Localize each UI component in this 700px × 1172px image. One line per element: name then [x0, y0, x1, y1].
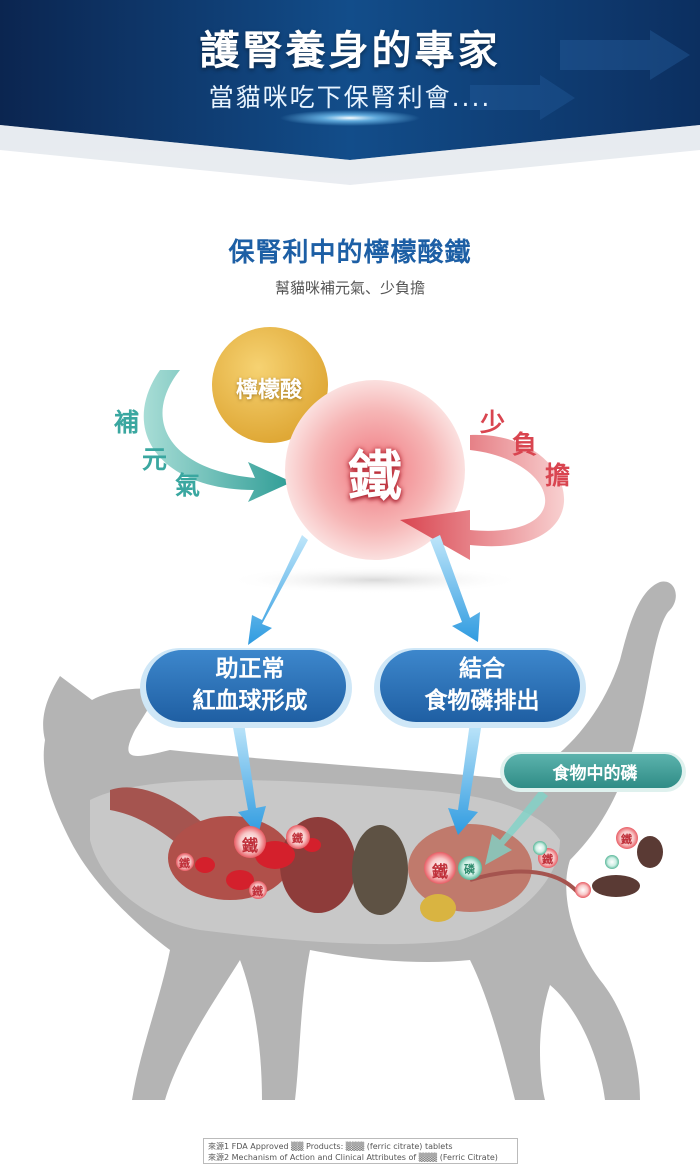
iron-tag: 鐵: [432, 862, 449, 881]
section-title: 保腎利中的檸檬酸鐵: [228, 238, 472, 268]
iron-shadow: [225, 566, 525, 594]
pill-left-text: 助正常 紅血球形成: [150, 653, 350, 717]
arrow-to-intestine: [448, 722, 482, 835]
iron-dot: [286, 825, 310, 849]
phosphorus-tag: 磷: [464, 863, 475, 876]
bladder: [420, 894, 456, 922]
phosphorus-dot: [605, 855, 619, 869]
iron-dot: [234, 826, 266, 858]
stool-pellet: [637, 836, 663, 868]
source-line-1: 來源1 FDA Approved ▒▒ Products: ▒▒▒ (ferri…: [208, 1142, 453, 1151]
main-subtitle: 當貓咪吃下保腎利會....: [208, 83, 492, 112]
right-label-char-1: 少: [480, 408, 506, 437]
food-phosphorus-label: 食物中的磷: [552, 764, 638, 784]
lemon-acid-circle: [212, 327, 328, 443]
iron-tag: 鐵: [252, 885, 263, 898]
right-label-char-3: 擔: [545, 461, 571, 490]
stomach: [352, 825, 408, 915]
iron-tag: 鐵: [621, 833, 632, 846]
header-banner: 護腎養身的專家 當貓咪吃下保腎利會....: [0, 0, 700, 240]
arrow-from-food: [485, 790, 548, 865]
iron-dot: [616, 827, 638, 849]
left-label-char-1: 補: [114, 408, 140, 437]
iron-dot: [575, 882, 591, 898]
section-subtitle: 幫貓咪補元氣、少負擔: [274, 279, 425, 297]
pill-left: [146, 650, 346, 722]
pill-left-line-2: 紅血球形成: [192, 688, 308, 714]
left-label-char-2: 元: [142, 445, 168, 474]
pill-left-line-1: 助正常: [215, 656, 285, 682]
pill-right: [380, 650, 580, 722]
red-blood-cell: [195, 857, 215, 873]
red-curved-arrow: [400, 434, 565, 560]
food-pill: [504, 754, 682, 788]
colon: [469, 869, 582, 897]
arrow-to-left-pill: [248, 535, 308, 645]
iron-tag: 鐵: [179, 857, 190, 870]
source-line-2: 來源2 Mechanism of Action and Clinical Att…: [208, 1153, 498, 1162]
main-title: 護腎養身的專家: [199, 28, 501, 74]
phosphorus-dot: [458, 856, 482, 880]
phosphorus-dot: [533, 841, 547, 855]
arrow-to-right-pill: [430, 535, 480, 642]
iron-circle: [285, 380, 465, 560]
iron-dot: [176, 853, 194, 871]
red-blood-cell: [255, 841, 295, 869]
pill-right-text: 結合 食物磷排出: [382, 653, 582, 717]
left-label-char-3: 氣: [175, 471, 201, 500]
iron-tag: 鐵: [542, 853, 553, 866]
pill-right-line-1: 結合: [459, 656, 505, 682]
iron-tag: 鐵: [242, 836, 259, 855]
lemon-acid-label: 檸檬酸: [235, 378, 302, 403]
iron-label: 鐵: [348, 445, 402, 508]
iron-dot: [424, 852, 456, 884]
red-blood-cell: [226, 870, 254, 890]
header-background: [0, 0, 700, 240]
pill-right-line-2: 食物磷排出: [424, 688, 540, 714]
arrow-to-blood: [232, 722, 266, 835]
teal-curved-arrow: [143, 370, 292, 502]
right-label-char-2: 負: [512, 430, 538, 459]
stool-pellet: [592, 875, 640, 897]
sources-box: 來源1 FDA Approved ▒▒ Products: ▒▒▒ (ferri…: [203, 1138, 518, 1164]
iron-tag: 鐵: [292, 832, 303, 845]
iron-dot: [249, 881, 267, 899]
